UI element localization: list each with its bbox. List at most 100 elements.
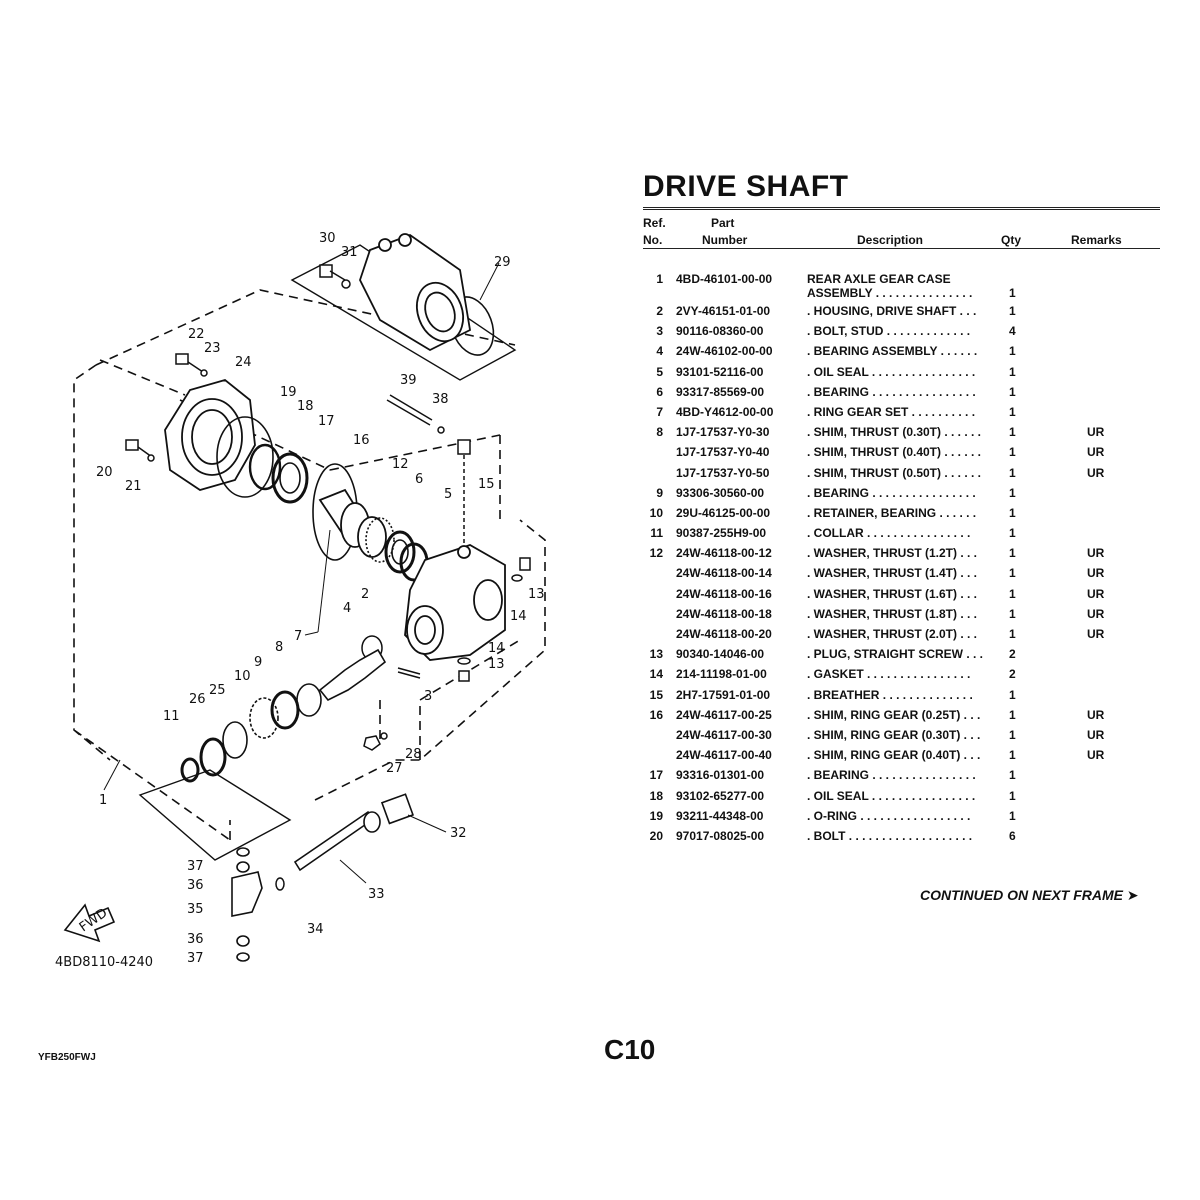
qty-cell: 1	[1009, 586, 1016, 601]
ring-gear-7	[318, 488, 387, 558]
part-number-cell: 93317-85569-00	[676, 384, 765, 399]
ref-cell: 5	[656, 364, 663, 379]
qty-cell: 1	[1009, 304, 1016, 318]
ref-cell: 4	[656, 344, 663, 359]
callout-19: 19	[280, 385, 297, 400]
ref-cell: 3	[656, 324, 663, 339]
callout-36a: 36	[187, 878, 204, 893]
exploded-parts-diagram: 1 2 3 4 5 6 7 8 9 10 11 12 13 13 14 14 1…	[55, 231, 546, 970]
part-number-cell: 97017-08025-00	[676, 828, 765, 843]
ref-cell: 2	[656, 304, 663, 318]
page-title: DRIVE SHAFT	[643, 170, 849, 203]
description-cell: . PLUG, STRAIGHT SCREW . . .	[807, 647, 984, 662]
description-cell: . OIL SEAL . . . . . . . . . . . . . . .…	[807, 788, 976, 803]
part-number-cell: 4BD-Y4612-00-00	[676, 404, 774, 419]
ref-cell: 15	[649, 687, 663, 702]
callout-labels: 1 2 3 4 5 6 7 8 9 10 11 12 13 13 14 14 1…	[55, 231, 545, 970]
qty-cell: 1	[1009, 546, 1016, 561]
callout-18: 18	[297, 399, 314, 414]
part-number-cell: 1J7-17537-Y0-50	[676, 465, 770, 480]
remarks-cell: UR	[1087, 546, 1105, 561]
description-cell: . BOLT . . . . . . . . . . . . . . . . .…	[807, 828, 973, 843]
part-number-cell: 24W-46117-00-25	[676, 707, 772, 722]
remarks-cell: UR	[1087, 748, 1105, 763]
description-cell: . O-RING . . . . . . . . . . . . . . . .…	[807, 808, 971, 823]
callout-16: 16	[353, 433, 370, 448]
callout-11: 11	[163, 709, 180, 724]
ref-cell: 14	[649, 667, 663, 682]
callout-31: 31	[341, 245, 358, 260]
qty-cell: 1	[1009, 768, 1016, 783]
remarks-cell: UR	[1087, 606, 1105, 621]
shaft-frame	[138, 769, 292, 861]
part-number-cell: 93102-65277-00	[676, 788, 765, 803]
callout-15: 15	[478, 477, 495, 492]
description-cell: . SHIM, RING GEAR (0.25T) . . .	[807, 707, 981, 722]
ref-cell: 7	[656, 404, 663, 419]
qty-cell: 1	[1009, 687, 1016, 702]
description-cell: . WASHER, THRUST (1.8T) . . .	[807, 606, 978, 621]
qty-cell: 1	[1009, 627, 1016, 641]
diagram-code: 4BD8110-4240	[55, 955, 153, 970]
callout-35: 35	[187, 902, 204, 917]
ref-cell: 1	[656, 272, 663, 286]
ref-cell: 11	[650, 526, 663, 541]
callout-21: 21	[125, 479, 142, 494]
callout-13a: 13	[528, 587, 545, 602]
description-cell: . SHIM, RING GEAR (0.40T) . . .	[807, 748, 981, 763]
callout-5: 5	[444, 487, 452, 502]
callout-23: 23	[204, 341, 221, 356]
part-number-cell: 1J7-17537-Y0-30	[676, 425, 770, 440]
part-number-cell: 4BD-46101-00-00	[676, 272, 773, 286]
title-rule	[643, 207, 1160, 210]
flange-frame	[290, 244, 517, 381]
header-qty: Qty	[1001, 233, 1022, 247]
continued-note: CONTINUED ON NEXT FRAME ➤	[920, 887, 1139, 903]
part-number-cell: 93211-44348-00	[676, 808, 764, 823]
callout-37b: 37	[187, 951, 204, 966]
header-part-1: Part	[711, 216, 735, 230]
ref-cell: 16	[649, 707, 663, 722]
callout-39: 39	[400, 373, 417, 388]
description-line-2: ASSEMBLY . . . . . . . . . . . . . . .	[807, 286, 973, 300]
callout-20: 20	[96, 465, 113, 480]
callout-6: 6	[415, 472, 423, 487]
description-cell: . SHIM, THRUST (0.50T) . . . . . .	[807, 465, 982, 480]
description-cell: . RING GEAR SET . . . . . . . . . .	[807, 404, 976, 419]
description-cell: . BEARING ASSEMBLY . . . . . .	[807, 344, 978, 359]
part-number-cell: 24W-46117-00-40	[676, 748, 772, 763]
remarks-cell: UR	[1087, 465, 1105, 480]
callout-30: 30	[319, 231, 336, 246]
part-number-cell: 24W-46102-00-00	[676, 344, 773, 359]
callout-13b: 13	[488, 657, 505, 672]
part-number-cell: 93306-30560-00	[676, 485, 765, 500]
description-cell: . BEARING . . . . . . . . . . . . . . . …	[807, 768, 976, 783]
qty-cell: 1	[1009, 707, 1016, 722]
remarks-cell: UR	[1087, 707, 1105, 722]
part-number-cell: 90116-08360-00	[676, 324, 764, 339]
description-cell: . COLLAR . . . . . . . . . . . . . . . .	[807, 526, 971, 541]
callout-14b: 14	[488, 641, 505, 656]
qty-cell: 1	[1009, 364, 1016, 379]
ref-cell: 17	[649, 768, 663, 783]
description-cell: . BEARING . . . . . . . . . . . . . . . …	[807, 384, 976, 399]
callout-25: 25	[209, 683, 226, 698]
remarks-cell: UR	[1087, 727, 1105, 742]
header-ref-1: Ref.	[643, 216, 666, 230]
qty-cell: 1	[1009, 445, 1016, 460]
